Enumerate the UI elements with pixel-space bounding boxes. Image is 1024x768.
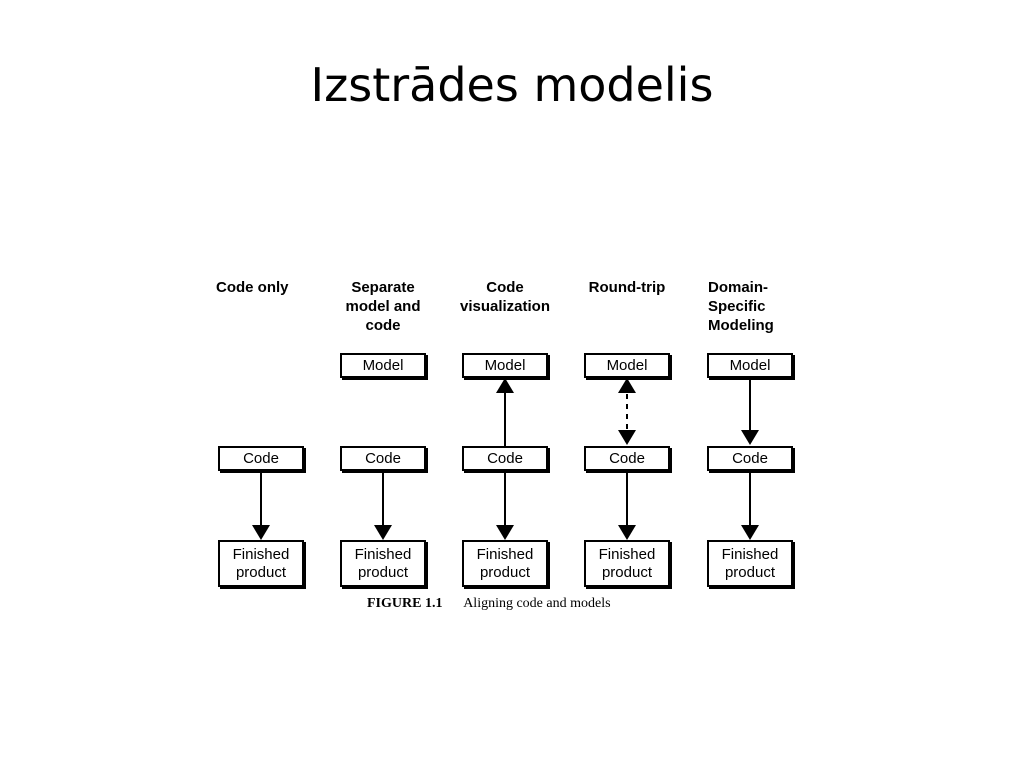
model-box: Model xyxy=(340,353,426,378)
figure: Code only Code Finished product Separate… xyxy=(200,270,820,630)
model-box: Model xyxy=(584,353,670,378)
model-to-code-arrowhead xyxy=(741,430,759,445)
finished-product-box: Finished product xyxy=(707,540,793,587)
finished-product-box: Finished product xyxy=(218,540,304,587)
code-box: Code xyxy=(462,446,548,471)
column-heading-code-visualization: Code visualization xyxy=(459,279,551,315)
finished-product-box: Finished product xyxy=(340,540,426,587)
code-to-model-arrowhead xyxy=(496,378,514,393)
slide-title: Izstrādes modelis xyxy=(310,58,714,112)
finished-product-box: Finished product xyxy=(462,540,548,587)
model-box: Model xyxy=(707,353,793,378)
code-to-product-arrowhead xyxy=(374,525,392,540)
model-box: Model xyxy=(462,353,548,378)
code-box: Code xyxy=(218,446,304,471)
arrows-layer xyxy=(252,378,759,540)
code-to-product-arrowhead xyxy=(496,525,514,540)
code-to-product-arrowhead xyxy=(252,525,270,540)
round-trip-arrowhead-up xyxy=(618,378,636,393)
column-heading-round-trip: Round-trip xyxy=(588,279,666,296)
column-heading-code-only: Code only xyxy=(216,279,289,296)
figure-caption: FIGURE 1.1 Aligning code and models xyxy=(367,596,611,612)
figure-caption-text: Aligning code and models xyxy=(463,596,611,611)
code-box: Code xyxy=(340,446,426,471)
code-box: Code xyxy=(584,446,670,471)
code-to-product-arrowhead xyxy=(741,525,759,540)
round-trip-arrowhead-down xyxy=(618,430,636,445)
code-to-product-arrowhead xyxy=(618,525,636,540)
figure-label: FIGURE 1.1 xyxy=(367,596,443,611)
column-heading-separate-model-and-code: Separate model and code xyxy=(345,279,421,334)
code-box: Code xyxy=(707,446,793,471)
finished-product-box: Finished product xyxy=(584,540,670,587)
column-heading-domain-specific-modeling: Domain- Specific Modeling xyxy=(708,279,774,334)
